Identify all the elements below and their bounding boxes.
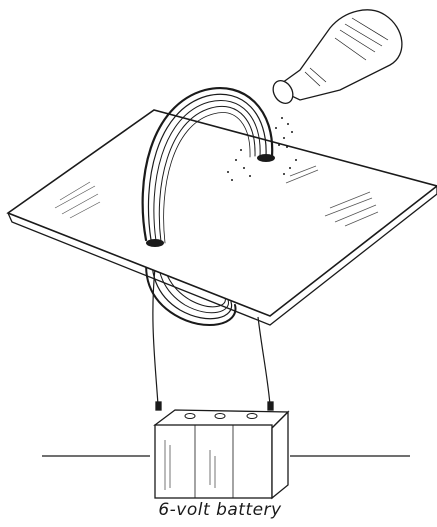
battery-caption: 6-volt battery (120, 500, 320, 520)
battery-terminals (156, 402, 273, 410)
battery (155, 402, 288, 498)
cardboard-sheet (8, 110, 437, 325)
shaker (269, 10, 402, 107)
